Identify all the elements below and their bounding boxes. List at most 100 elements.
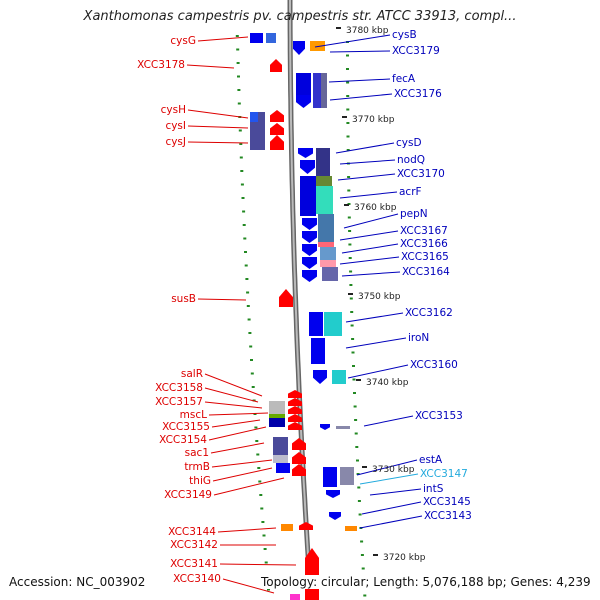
gene-label-cysd: cysD	[396, 137, 422, 149]
gene-xcc3160-block	[332, 370, 346, 384]
gene-label-xcc3143: XCC3143	[424, 510, 472, 522]
cog-block	[316, 148, 330, 176]
genome-backbone	[287, 0, 314, 600]
gene-cysj	[270, 135, 284, 150]
tick-mark	[249, 345, 253, 348]
tick-mark	[353, 405, 357, 408]
connector-line	[359, 473, 419, 485]
scale-label: 3770 kbp	[352, 115, 395, 125]
gene-ints	[326, 490, 340, 498]
tick-mark	[361, 567, 365, 570]
connector-line	[187, 141, 249, 144]
connector-line	[197, 36, 249, 42]
connector-line	[341, 271, 401, 277]
tick-mark	[351, 338, 355, 340]
connector-line	[339, 256, 400, 265]
tick-mark	[240, 170, 244, 172]
tick-mark	[257, 467, 261, 469]
gene-label-xcc3144: XCC3144	[168, 526, 216, 538]
tick-mark	[346, 149, 350, 151]
tick-mark	[242, 224, 246, 226]
tick-mark	[346, 135, 350, 138]
tick-mark	[241, 197, 245, 199]
tick-mark	[363, 594, 367, 597]
gene-label-xcc3178: XCC3178	[137, 59, 185, 71]
tick-mark	[262, 534, 266, 537]
connector-line	[339, 191, 398, 199]
gene-label-cysi: cysI	[165, 120, 186, 132]
connector-line	[339, 230, 399, 241]
tick-mark	[352, 378, 356, 381]
scale-tick	[336, 27, 341, 29]
connector-line	[197, 298, 247, 301]
tick-mark	[346, 68, 349, 70]
connector-line	[204, 401, 263, 409]
tick-mark	[239, 156, 243, 159]
tick-mark	[243, 237, 247, 240]
scale-label: 3750 kbp	[358, 292, 401, 302]
connector-line	[204, 373, 263, 397]
connector-line	[361, 501, 422, 515]
cog-block	[318, 214, 334, 242]
gene-susb	[279, 289, 293, 307]
gene-xcc3141	[305, 548, 319, 570]
tick-mark	[358, 513, 362, 516]
tick-mark	[352, 365, 355, 367]
connector-line	[356, 459, 418, 476]
tick-mark	[356, 459, 359, 462]
tick-mark	[235, 35, 239, 37]
gene-label-ints: intS	[423, 483, 444, 495]
tick-mark	[263, 548, 267, 550]
tick-mark	[348, 243, 352, 246]
connector-line	[217, 527, 277, 533]
scale-tick	[344, 204, 349, 206]
gene-label-xcc3160: XCC3160	[410, 359, 458, 371]
connector-line	[339, 159, 396, 165]
gene-trmb	[292, 452, 306, 464]
gene-label-cysb: cysB	[392, 29, 417, 41]
gene-xcc3144	[281, 524, 293, 531]
connector-line	[212, 467, 273, 482]
tick-mark	[351, 351, 355, 354]
gene-label-trmb: trmB	[184, 461, 210, 473]
accession-label: Accession: NC_003902	[9, 575, 146, 589]
connector-line	[187, 109, 249, 119]
connector-line	[211, 419, 261, 428]
gene-pepn-group	[302, 257, 317, 269]
cog-block	[318, 242, 334, 247]
gene-cysg-block	[250, 33, 263, 43]
gene-label-nodq: nodQ	[397, 154, 425, 166]
gene-label-xcc3164: XCC3164	[402, 266, 450, 278]
tick-mark	[357, 486, 361, 489]
gene-label-xcc3158: XCC3158	[155, 382, 203, 394]
gene-feca	[296, 73, 311, 95]
gene-acrf-block	[316, 186, 333, 214]
tick-mark	[238, 129, 242, 132]
scale-label: 3760 kbp	[354, 203, 397, 213]
gene-label-xcc3142: XCC3142	[170, 539, 218, 551]
gene-features	[250, 33, 357, 600]
gene-pepn-group	[302, 270, 317, 282]
tick-mark	[237, 75, 240, 78]
tick-mark	[259, 494, 263, 496]
tick-mark	[244, 264, 248, 267]
tick-mark	[346, 108, 350, 111]
tick-mark	[248, 332, 252, 334]
tick-mark	[242, 210, 246, 213]
scale-tick	[356, 379, 361, 381]
connector-line	[208, 412, 269, 416]
connector-line	[213, 477, 285, 496]
cog-block	[320, 260, 336, 267]
gene-cysb-block	[310, 41, 325, 51]
tick-mark	[360, 554, 364, 556]
connector-line	[337, 173, 396, 181]
gene-label-salr: salR	[181, 368, 203, 380]
gene-xcc3153	[320, 424, 330, 430]
gene-labels: cysGXCC3178cysHcysIcysJsusBsalRXCC3158XC…	[137, 29, 472, 585]
gene-pepn-group	[302, 218, 317, 230]
tick-mark	[247, 318, 251, 321]
tick-mark	[356, 473, 360, 475]
tick-mark	[250, 359, 253, 361]
